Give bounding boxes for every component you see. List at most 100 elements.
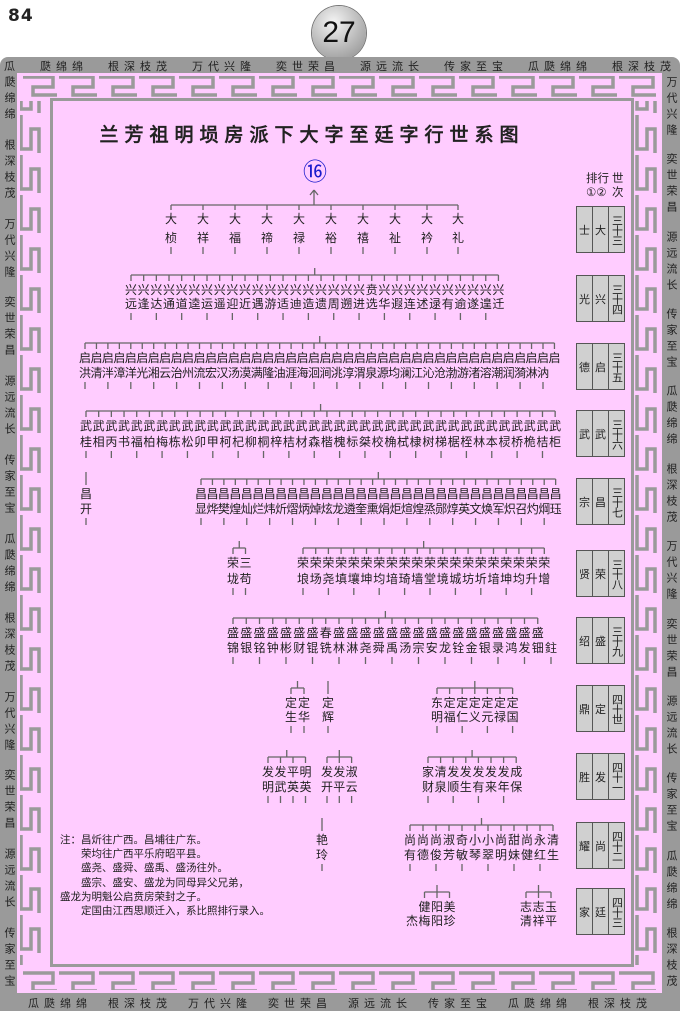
legend-generation: 三十三	[610, 214, 624, 245]
generation-name-suffix: 开	[80, 502, 93, 516]
legend-first: 贤	[577, 551, 593, 596]
border-phrase: 瓞绵绵	[40, 60, 88, 73]
generation-name-prefix: 大	[229, 212, 242, 226]
generation-name-prefix: 荣三	[227, 556, 253, 570]
root-marker: ⑯	[303, 158, 327, 186]
legend-second: 武	[593, 411, 609, 456]
generation-name-prefix: 大	[325, 212, 338, 226]
legend-generation: 三十七	[610, 486, 624, 517]
generation-name-suffix: 锦银铭钟彬财锟铣林淋尧舜禹汤宗安龙铨金银录鸿发钿鉒	[227, 641, 559, 655]
border-left-text: 瓞绵绵根深枝茂万代兴隆奕世荣昌源远流长传家至宝瓜瓞绵绵根深枝茂万代兴隆奕世荣昌源…	[1, 76, 17, 991]
generation-name-suffix: 开平云	[321, 780, 358, 794]
generation-name-suffix: 垅苟	[227, 572, 253, 586]
legend-generation: 三十六	[610, 418, 624, 449]
border-phrase: 传家至宝	[444, 60, 508, 73]
generation-name-prefix: 大	[357, 212, 370, 226]
legend-gen-label: 世	[612, 171, 624, 185]
legend-generation: 四十世	[610, 693, 624, 724]
note-line: 盛龙为明魁公启贲房荣封之子。	[60, 890, 207, 903]
legend-second: 定	[593, 686, 609, 731]
border-phrase: 源远流长	[360, 60, 424, 73]
border-phrase: 传家至宝	[665, 772, 678, 837]
legend-second: 盛	[593, 618, 609, 663]
legend-row: 耀尚四十二	[576, 822, 625, 869]
legend-generation: 三十五	[610, 351, 624, 382]
legend-second: 兴	[593, 276, 609, 321]
legend-row: 士大三十三	[576, 206, 625, 253]
border-phrase: 瓜瓞绵绵	[508, 997, 572, 1010]
note-line: 盛尧、盛舜、盛禹、盛汤往外。	[60, 862, 228, 875]
legend-second: 发	[593, 754, 609, 799]
legend-gen-label-2: 次	[612, 185, 624, 199]
generation-name-prefix: 武武武武武武武武武武武武武武武武武武武武武武武武武武武武武武武武武武武武武武	[80, 419, 562, 433]
generation-name-prefix: 尚尚尚淑奇小小尚甜尚永清	[404, 833, 561, 847]
legend-generation: 三十四	[610, 283, 624, 314]
generation-name-prefix: 发发淑	[321, 765, 358, 779]
legend-first: 士	[577, 207, 593, 252]
border-phrase: 根深枝茂	[3, 138, 16, 203]
generation-name-prefix: 大	[165, 212, 178, 226]
border-phrase: 瓜瓞绵绵	[3, 532, 16, 597]
border-phrase: 根深枝茂	[665, 462, 678, 527]
legend-row: 鼎定四十世	[576, 685, 625, 732]
generation-name-prefix: 大	[389, 212, 402, 226]
border-phrase: 瓜瓞绵绵	[28, 997, 92, 1010]
generation-name-suffix: 玲	[316, 848, 329, 862]
generation-name-suffix: 显烨樊煌灿烂炜炘熠炳焯炫龙遴奎熏焆炬煊煌烝郧焞英文焕军炽召灼焵珏	[195, 502, 562, 516]
legend-second: 荣	[593, 551, 609, 596]
border-phrase: 根深枝茂	[108, 60, 172, 73]
note-line: 定国由江西思顺迁入，系比照排行录入。	[60, 905, 270, 918]
border-phrase: 万代兴隆	[3, 690, 16, 755]
border-phrase: 奕世荣昌	[3, 296, 16, 361]
generation-name-prefix: 志志玉	[520, 900, 558, 914]
notes: 注：昌炘往广西。昌埔往广东。 荣均往广西平乐府昭平县。 盛尧、盛舜、盛禹、盛汤往…	[60, 833, 270, 918]
generation-name-prefix: 大	[293, 212, 306, 226]
connector-line	[313, 189, 319, 196]
generation-name-prefix: 兴兴兴兴兴兴兴兴兴兴兴兴兴兴兴兴兴兴兴贲兴兴兴兴兴兴兴兴兴兴	[125, 283, 506, 297]
note-line: 盛宗、盛安、盛龙为同母异父兄弟，	[60, 876, 249, 889]
border-phrase: 奕世荣昌	[268, 997, 332, 1010]
legend-rank-numbers: ①②	[586, 185, 607, 199]
generation-name-suffix: 远逢达通道逵运遥迎近遇游适迪造遗周遡进选华遐连述逯有逾遂遑迁	[125, 297, 506, 311]
legend-first: 耀	[577, 823, 593, 868]
legend-row: 宗昌三十七	[576, 478, 625, 525]
legend-generation: 四十三	[610, 896, 624, 927]
border-phrase: 奕世荣昌	[276, 60, 340, 73]
generation-name-prefix: 大	[452, 212, 465, 226]
generation-name-suffix: 禄	[293, 231, 306, 245]
page-title: 兰芳祖明埙房派下大字至廷字行世系图	[99, 124, 525, 146]
generation-name-suffix: 祉	[389, 231, 402, 245]
note-line: 注：昌炘往广西。昌埔往广东。	[60, 834, 207, 846]
generation-name-suffix: 桢	[165, 231, 178, 245]
legend-row: 胜发四十一	[576, 753, 625, 800]
generation-name-suffix: 清祥平	[520, 914, 558, 928]
meander-pattern	[20, 76, 660, 990]
border-phrase: 瓜	[4, 60, 20, 73]
border-phrase: 奕世荣昌	[665, 153, 678, 218]
generation-name-prefix: 艳	[316, 833, 329, 847]
generation-name-suffix: 福	[229, 231, 242, 245]
connector-line	[309, 189, 315, 196]
legend-row: 家廷四十三	[576, 888, 625, 935]
border-phrase: 万代兴隆	[192, 60, 256, 73]
border-bottom-text: 瓜瓞绵绵根深枝茂万代兴隆奕世荣昌源远流长传家至宝瓜瓞绵绵根深枝茂	[20, 995, 660, 1010]
generation-name-suffix: 财泉顺生有来年保	[422, 780, 523, 794]
border-phrase: 源远流长	[3, 375, 16, 440]
legend-second: 廷	[593, 889, 609, 934]
border-phrase: 万代兴隆	[3, 217, 16, 282]
legend-generation: 四十一	[610, 761, 624, 792]
border-phrase: 传家至宝	[3, 926, 16, 991]
border-phrase: 万代兴隆	[188, 997, 252, 1010]
generation-name-suffix: 衿	[421, 231, 434, 245]
legend-generation: 三十九	[610, 625, 624, 656]
legend-row: 光兴三十四	[576, 275, 625, 322]
legend-second: 启	[593, 344, 609, 389]
border-phrase: 源远流长	[348, 997, 412, 1010]
border-phrase: 奕世荣昌	[665, 617, 678, 682]
generation-name-suffix: 明福仁义元禄国	[431, 710, 520, 724]
generation-name-prefix: 东定定定定定定	[431, 696, 520, 710]
border-top-text: 瓜瓞绵绵根深枝茂万代兴隆奕世荣昌源远流长传家至宝瓜瓞绵绵根深枝茂	[4, 58, 676, 73]
generation-name-suffix: 有德俊芳敏琴翠明妹健红生	[404, 848, 561, 862]
border-phrase: 根深枝茂	[665, 926, 678, 991]
